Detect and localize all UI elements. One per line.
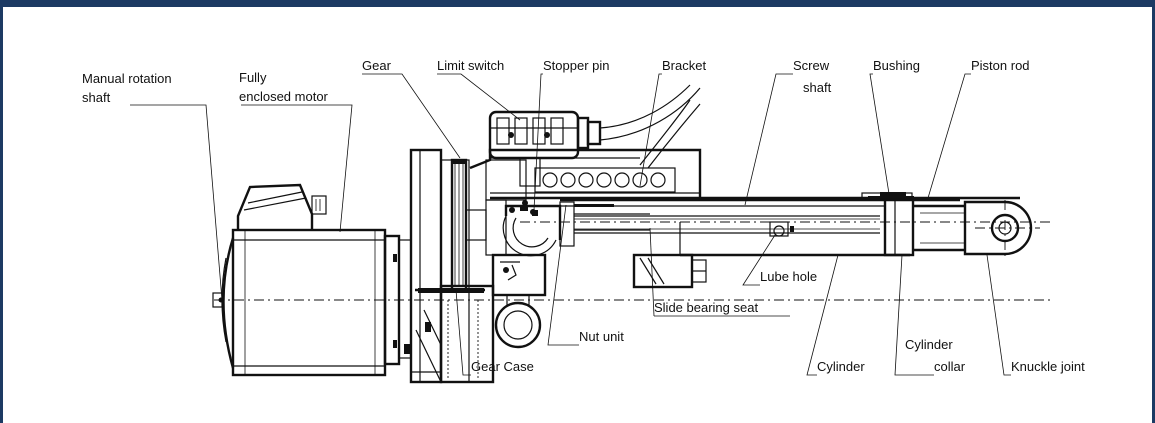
label-gear-case: Gear Case [471,359,534,374]
leader-limit-switch [437,73,521,121]
label-piston-rod: Piston rod [971,58,1030,73]
leader-piston-rod [927,73,971,199]
label-cylinder-collar-line2: collar [934,359,966,374]
label-screw-shaft-line1: Screw [793,58,830,73]
leader-nut-unit [547,204,579,346]
knuckle-joint-part [963,200,1040,258]
label-fully-enclosed-motor-line2: enclosed motor [239,89,329,104]
label-stopper-pin: Stopper pin [543,58,610,73]
limit-switch-box [488,84,701,187]
label-screw-shaft-line2: shaft [803,80,832,95]
leader-lines [130,73,1011,376]
leader-bushing [869,73,891,201]
cylinder-tube [560,198,960,257]
bushing-part [861,192,960,200]
nut-unit [491,201,650,349]
label-manual-rotation-shaft-line1: Manual rotation [82,71,172,86]
leader-bracket [639,73,662,187]
bracket-assembly [469,148,1020,200]
label-cylinder-collar-line1: Cylinder [905,337,953,352]
motor-body [212,183,387,377]
leader-gear-case [455,289,471,376]
label-gear: Gear [362,58,392,73]
cylinder-collar-part [868,196,915,257]
leader-manual-rotation-shaft [130,104,223,301]
label-slide-bearing-seat: Slide bearing seat [654,300,758,315]
leader-screw-shaft [744,73,793,206]
leader-knuckle-joint [986,254,1011,376]
leader-cylinder-collar [894,254,934,376]
label-nut-unit: Nut unit [579,329,624,344]
label-limit-switch: Limit switch [437,58,504,73]
label-lube-hole: Lube hole [760,269,817,284]
label-manual-rotation-shaft-line2: shaft [82,90,111,105]
leader-stopper-pin [533,73,543,211]
leader-gear [362,73,461,159]
label-fully-enclosed-motor-line1: Fully [239,70,267,85]
gear-case [383,148,495,384]
label-knuckle-joint: Knuckle joint [1011,359,1085,374]
gear-case-foot [404,322,442,383]
leader-lube-hole [742,234,776,286]
label-bushing: Bushing [873,58,920,73]
label-bracket: Bracket [662,58,706,73]
leader-slide-bearing-seat-2 [649,227,655,317]
leader-fully-enclosed-motor [241,104,353,233]
label-cylinder: Cylinder [817,359,865,374]
slide-bearing-seat [632,253,707,289]
leader-cylinder [806,254,839,376]
piston-rod-part [913,204,965,252]
